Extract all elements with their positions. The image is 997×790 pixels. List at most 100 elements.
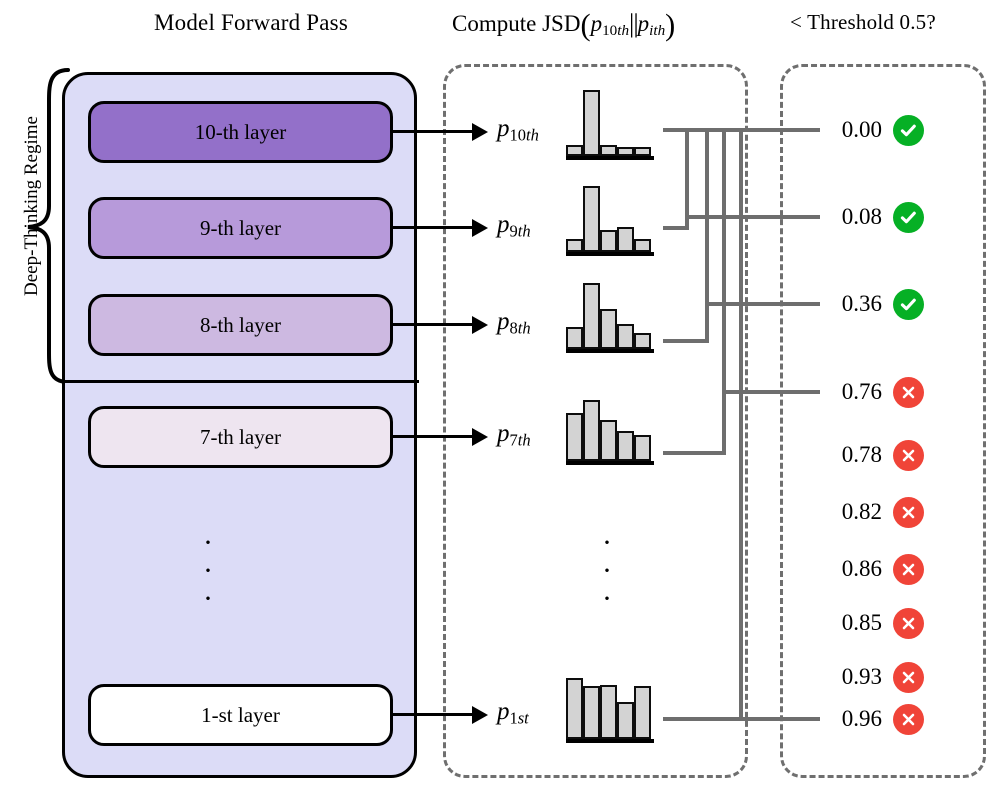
result-row-4: 0.78 [826,438,976,472]
histogram-p10 [566,88,654,160]
threshold-region-box [780,64,986,778]
ellipsis-dot: · [602,582,612,615]
histogram-bar [583,283,600,349]
arrow-line-layer-9 [393,226,475,229]
jsd-value: 0.76 [841,379,882,404]
result-row-7: 0.85 [826,606,976,640]
arrow-line-layer-1 [393,713,475,716]
jsd-value: 0.78 [841,442,882,467]
p-sub: 9 [509,221,518,241]
p-sub-st: st [517,708,529,728]
connector-p9-to-row-1 [685,215,820,219]
double-bar-icon: || [629,8,639,39]
layer-box-7[interactable]: 7-th layer [88,406,393,468]
p-sub-th: th [517,430,531,450]
connector-p8-riser [705,128,709,343]
page-title-model-forward-pass: Model Forward Pass [154,10,348,35]
histogram-bar [583,400,600,461]
model-layers-ellipsis: · · · [201,526,215,615]
jsd-value: 0.08 [841,204,882,229]
cross-circle-icon [893,376,924,408]
jsd-value: 0.96 [841,706,882,731]
layer-box-9[interactable]: 9-th layer [88,197,393,259]
connector-p1-riser [739,128,743,721]
layer-box-8[interactable]: 8-th layer [88,294,393,356]
jsd-value: 0.36 [841,291,882,316]
ellipsis-dot: · [602,554,612,587]
histogram-bar [583,90,600,156]
arrow-head-layer-7 [472,428,488,446]
jsd-value: 0.93 [841,664,882,689]
result-row-9: 0.96 [826,702,976,736]
histogram-p7 [566,393,654,465]
page-title-threshold: < Threshold 0.5? [790,10,936,34]
connector-p7-stub [663,451,726,455]
histogram-baseline [566,461,654,465]
layer-label-7: 7-th layer [199,424,282,449]
layer-label-9: 9-th layer [199,215,282,240]
histogram-bar [600,420,617,461]
result-row-3: 0.76 [826,375,976,409]
histogram-bar [600,230,617,252]
histogram-bar [600,145,617,156]
histogram-bar [583,186,600,252]
result-row-6: 0.86 [826,552,976,586]
histogram-bar [617,324,634,349]
distribution-label-p8: p8th [497,308,531,339]
histogram-bar [617,227,634,252]
cross-circle-icon [893,439,924,471]
ellipsis-dot: · [203,554,213,587]
p-sub: 7 [509,430,518,450]
histogram-bar [566,678,583,739]
result-row-2: 0.36 [826,287,976,321]
p-other-subscript-th: th [653,22,666,39]
layer-label-1: 1-st layer [201,702,280,727]
ellipsis-dot: · [203,526,213,559]
cross-circle-icon [893,553,924,585]
connector-p9-stub [663,226,689,230]
deep-thinking-regime-label: Deep-Thinking Regime [21,116,42,296]
histogram-bar [634,239,651,252]
result-row-0: 0.00 [826,113,976,147]
arrow-head-layer-1 [472,706,488,724]
histogram-baseline [566,349,654,353]
p-sub-th: th [517,221,531,241]
p-sub: 10 [509,125,527,145]
jsd-value: 0.00 [841,117,882,142]
p-symbol: p [497,308,510,335]
check-circle-icon [893,201,924,233]
compute-jsd-prefix: Compute JSD [452,10,581,36]
p-sub-th: th [517,318,531,338]
histogram-bar [566,145,583,156]
distribution-label-p1: p1st [497,698,529,729]
histogram-bar [634,147,651,156]
histogram-bar [617,431,634,461]
arrow-line-layer-7 [393,435,475,438]
p-other-subscript-i: i [649,22,654,39]
p-sub: 8 [509,318,518,338]
arrow-head-layer-9 [472,219,488,237]
histogram-bar [600,685,617,739]
cross-circle-icon [893,496,924,528]
deep-thinking-brace-icon [27,68,70,384]
ellipsis-dot: · [602,526,612,559]
arrow-line-layer-10 [393,130,475,133]
layer-label-10: 10-th layer [194,119,287,144]
jsd-value: 0.85 [841,610,882,635]
p-symbol: p [497,115,510,142]
check-circle-icon [893,288,924,320]
histogram-bar [617,702,634,739]
ellipsis-dot: · [203,582,213,615]
page-title-compute-jsd: Compute JSD(p10th||pith) [452,8,675,43]
layer-box-1[interactable]: 1-st layer [88,684,393,746]
result-row-5: 0.82 [826,495,976,529]
distribution-label-p7: p7th [497,420,531,451]
histogram-baseline [566,739,654,743]
open-paren: ( [580,8,591,42]
cross-circle-icon [893,607,924,639]
distributions-ellipsis: · · · [600,526,614,615]
connector-p9-riser [685,128,689,230]
result-row-8: 0.93 [826,660,976,694]
layer-box-10[interactable]: 10-th layer [88,101,393,163]
p-other-symbol: p [637,10,650,36]
